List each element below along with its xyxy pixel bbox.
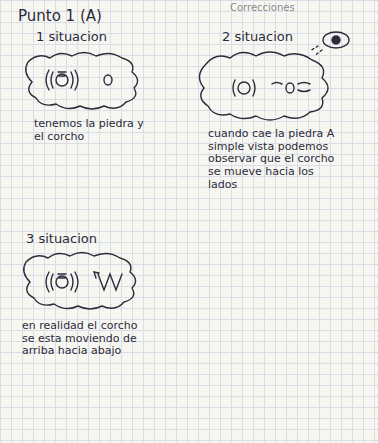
up-down-motion [94, 272, 122, 290]
eye [323, 32, 349, 48]
stone [238, 82, 250, 94]
ripple [46, 272, 78, 292]
situation-caption: tenemos la piedra y el corcho [34, 118, 144, 143]
water-outline [26, 53, 138, 110]
cork [104, 75, 112, 85]
eye-pupil [332, 36, 340, 44]
water-outline [24, 253, 136, 310]
sight-lines [310, 46, 322, 56]
situation-caption: cuando cae la piedra A simple vista pode… [208, 128, 338, 191]
stone-mark [58, 72, 66, 76]
situation-heading: 2 situacion [222, 30, 342, 45]
ripple [233, 80, 255, 96]
stone-mark [58, 274, 66, 278]
cork [286, 83, 294, 93]
page-title: Punto 1 (A) [18, 8, 168, 25]
ripple [46, 70, 78, 90]
situation-heading: 1 situacion [36, 30, 156, 45]
header-note: Correcciones [230, 2, 370, 14]
situation-caption: en realidad el corcho se esta moviendo d… [22, 320, 140, 358]
motion-lines [272, 83, 310, 92]
situation-heading: 3 situacion [26, 232, 146, 247]
water-outline [199, 52, 328, 120]
